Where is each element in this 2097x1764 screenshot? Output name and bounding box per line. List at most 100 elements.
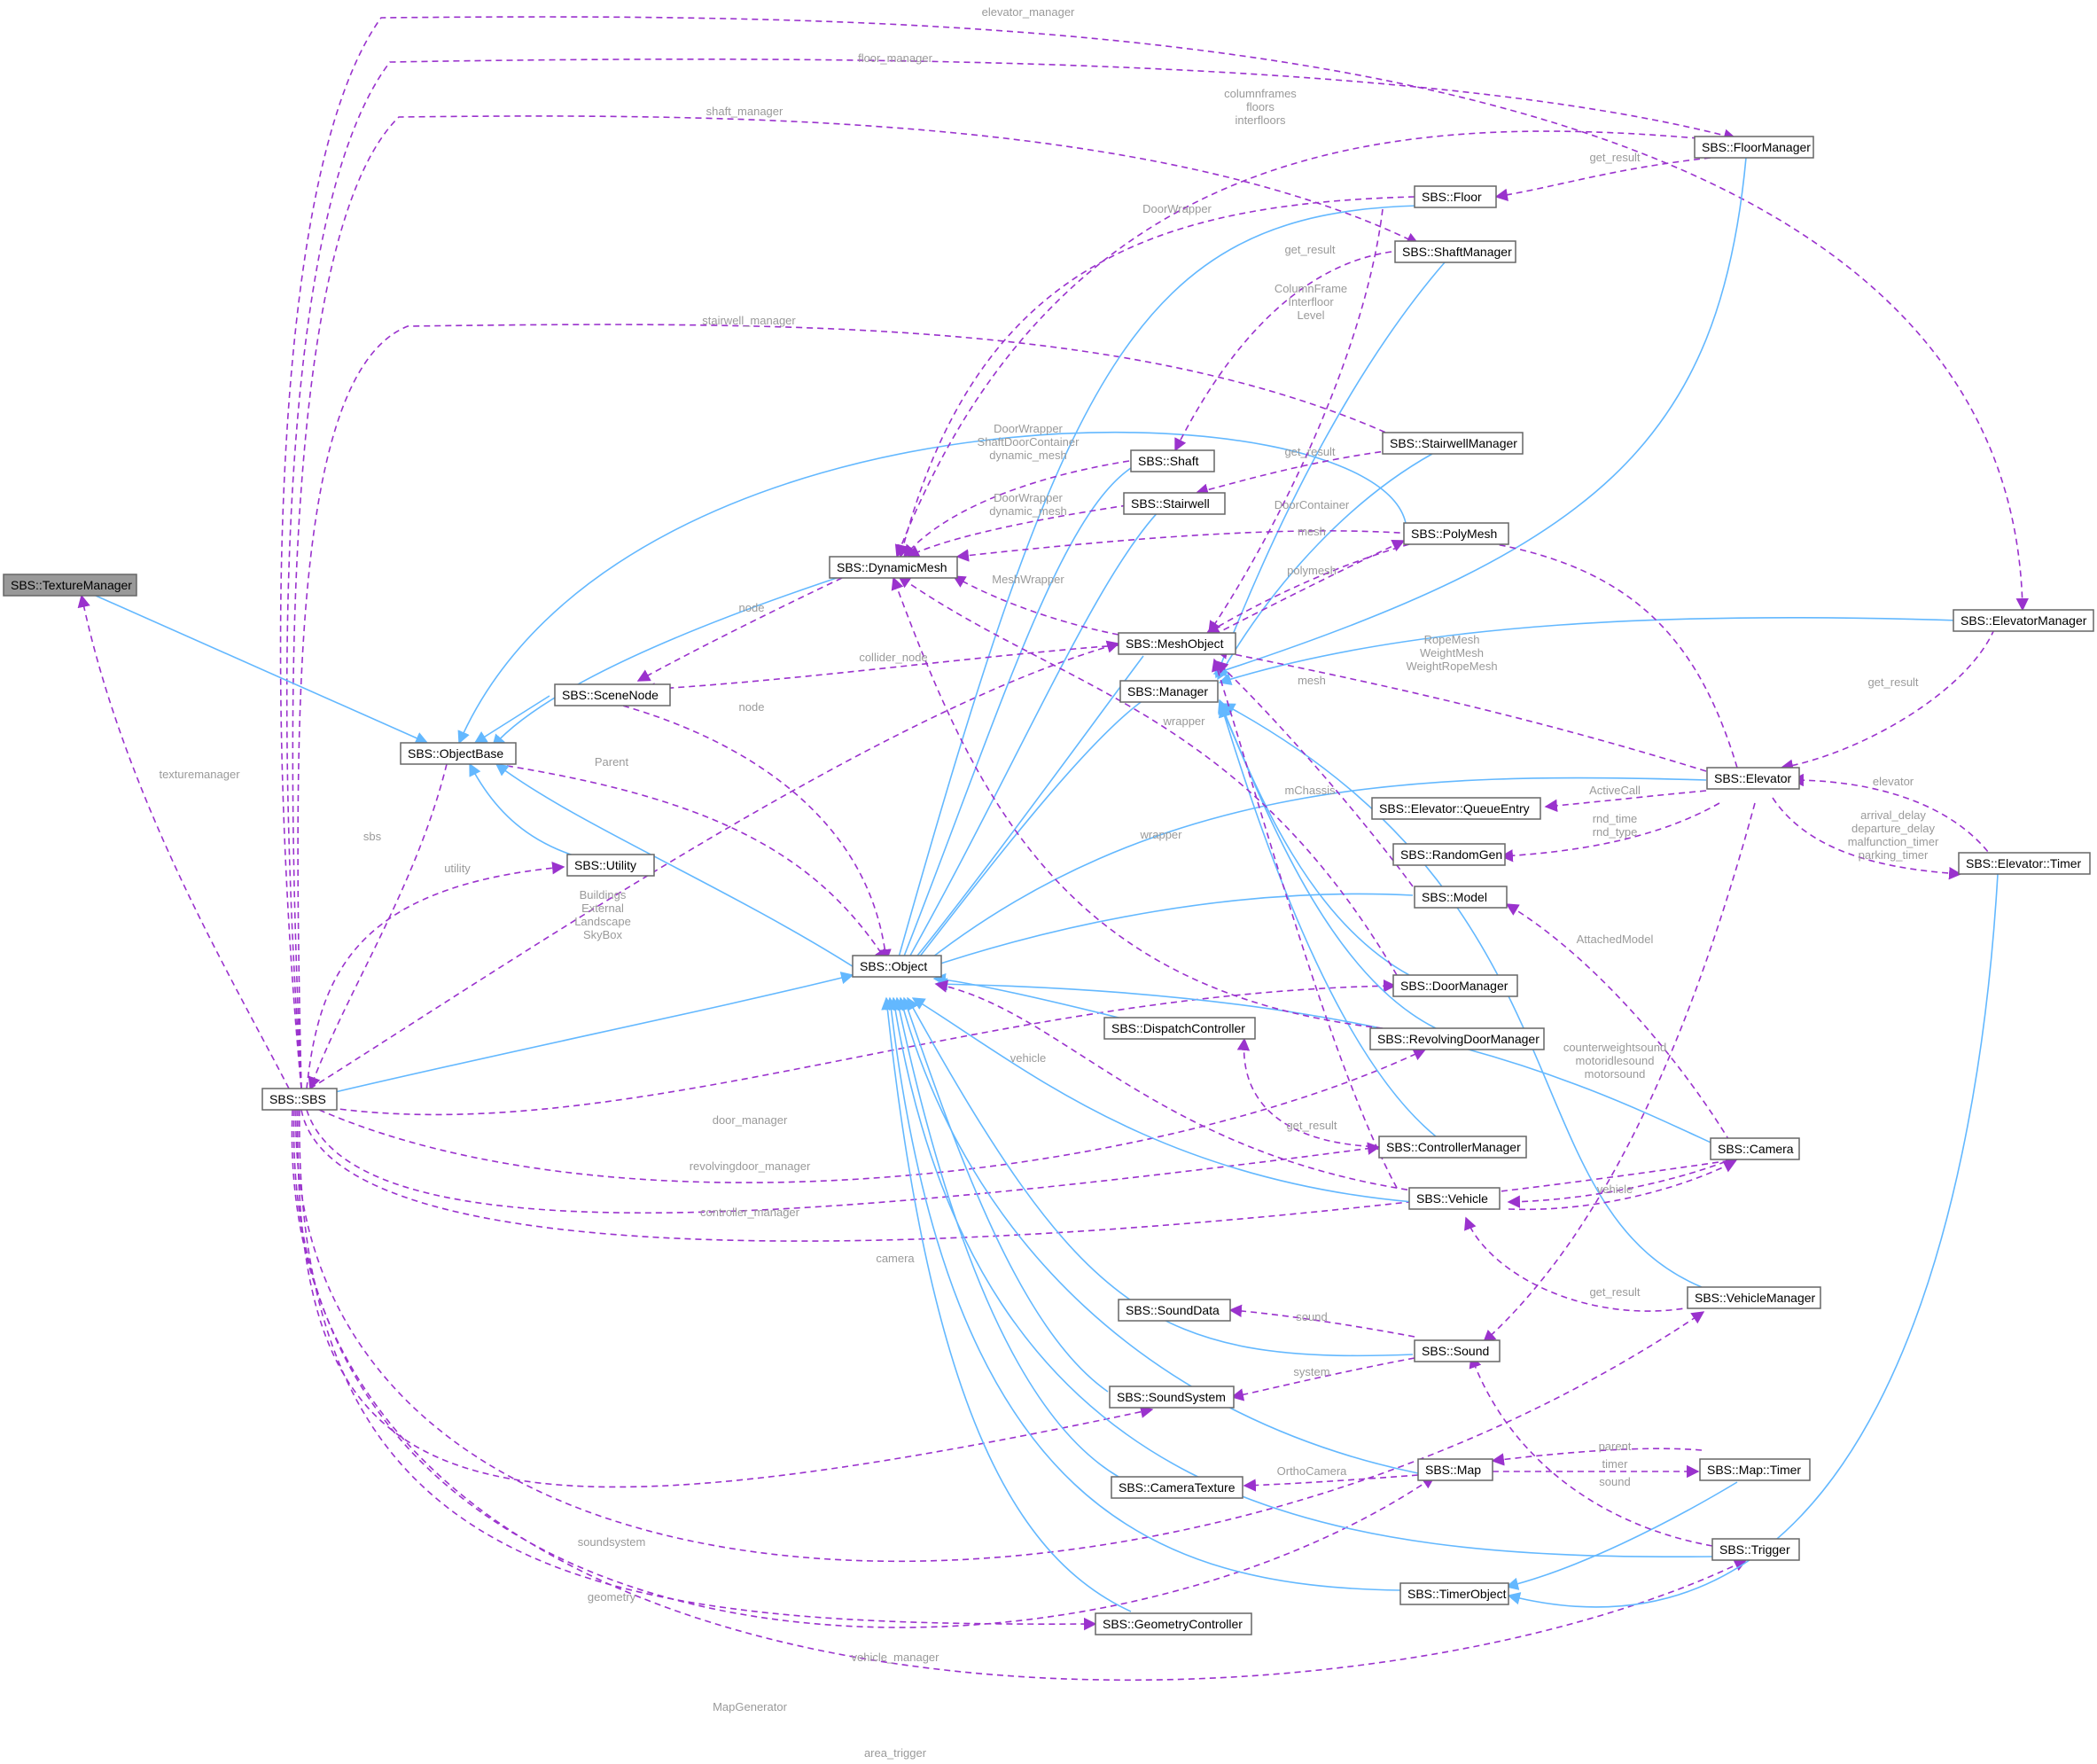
edge-trigger-sound [1469,1354,1713,1547]
node-label: SBS::RandomGen [1400,847,1502,862]
node-elevatortimer[interactable]: SBS::Elevator::Timer [1958,852,2091,875]
node-floormanager[interactable]: SBS::FloorManager [1694,136,1814,159]
node-utility[interactable]: SBS::Utility [566,854,655,877]
node-elevator[interactable]: SBS::Elevator [1706,767,1800,790]
edge-soundsystem-object [901,996,1109,1393]
edge-sbs-camera [300,1109,1739,1242]
node-label: SBS::SBS [269,1092,326,1106]
node-controllermanager[interactable]: SBS::ControllerManager [1378,1136,1527,1159]
node-elevatormanager[interactable]: SBS::ElevatorManager [1953,609,2094,632]
node-timerobject[interactable]: SBS::TimerObject [1399,1582,1509,1605]
edge-label: get_result [1589,1285,1640,1299]
edge-meshobject-polymesh [1213,539,1406,636]
node-texturemanager[interactable]: SBS::TextureManager [3,574,137,597]
edge-label: ActiveCall [1589,784,1641,797]
node-sbs[interactable]: SBS::SBS [261,1088,338,1111]
edge-label: MapGenerator [713,1700,787,1713]
node-label: SBS::Elevator [1714,771,1791,785]
edge-maptimer-timerobject [1505,1481,1738,1590]
edge-vehiclemanager-vehicle [1464,1216,1704,1312]
node-label: SBS::Object [860,959,927,973]
node-maptimer[interactable]: SBS::Map::Timer [1699,1458,1811,1481]
node-vehicle[interactable]: SBS::Vehicle [1408,1187,1501,1210]
node-dispatchcontroller[interactable]: SBS::DispatchController [1103,1017,1256,1040]
node-manager[interactable]: SBS::Manager [1119,680,1219,703]
edge-sbs-controllermanager [306,1109,1381,1214]
edge-label: get_result [1284,445,1335,458]
edge-label: revolvingdoor_manager [690,1159,811,1173]
node-sounddata[interactable]: SBS::SoundData [1118,1299,1231,1322]
edge-sound-object [907,996,1414,1357]
node-soundsystem[interactable]: SBS::SoundSystem [1109,1385,1235,1409]
edge-stairwellmanager-manager [1217,453,1433,681]
node-label: SBS::Sound [1422,1344,1489,1358]
node-map[interactable]: SBS::Map [1417,1458,1493,1481]
node-shaftmanager[interactable]: SBS::ShaftManager [1394,240,1516,263]
node-label: SBS::ElevatorManager [1961,613,2087,628]
edge-label: get_result [1589,151,1640,164]
node-label: SBS::ObjectBase [408,746,503,761]
node-polymesh[interactable]: SBS::PolyMesh [1403,522,1509,545]
edge-label: OrthoCamera [1277,1464,1348,1478]
edge-map-cameratexture [1243,1474,1419,1492]
node-trigger[interactable]: SBS::Trigger [1711,1538,1800,1561]
node-revolvingdoormanager[interactable]: SBS::RevolvingDoorManager [1369,1027,1545,1050]
edge-label: controller_manager [700,1206,800,1219]
edge-label: stairwell_manager [702,314,796,327]
node-stairwellmanager[interactable]: SBS::StairwellManager [1382,432,1524,455]
edge-vehicle-camera [1508,1160,1737,1211]
node-label: SBS::DoorManager [1400,979,1508,993]
edge-label: mChassis [1284,784,1336,797]
node-geometrycontroller[interactable]: SBS::GeometryController [1095,1612,1252,1635]
node-doormanager[interactable]: SBS::DoorManager [1392,974,1518,997]
node-objectbase[interactable]: SBS::ObjectBase [400,742,517,765]
edge-elevtimer-timerobject [1507,873,1999,1608]
node-sound[interactable]: SBS::Sound [1414,1339,1501,1362]
edge-label: system [1293,1365,1329,1378]
edge-label: polymesh [1287,564,1337,577]
edge-elevator-randomgen [1500,802,1720,862]
node-queueentry[interactable]: SBS::Elevator::QueueEntry [1371,797,1541,820]
edge-controller-dispatch [1236,1037,1384,1148]
node-label: SBS::Elevator::Timer [1966,856,2082,870]
node-label: SBS::SoundData [1126,1303,1220,1317]
edge-label: vehicle [1010,1051,1046,1065]
node-dynamicmesh[interactable]: SBS::DynamicMesh [829,556,958,579]
edge-objectbase-object [495,763,887,963]
edge-label: sbs [363,830,382,843]
edge-label: soundsystem [578,1535,646,1549]
node-label: SBS::StairwellManager [1390,436,1517,450]
node-scenenode[interactable]: SBS::SceneNode [554,683,671,706]
edge-label: wrapper [1163,714,1206,728]
edge-polymesh-meshobject [1205,543,1410,634]
node-vehiclemanager[interactable]: SBS::VehicleManager [1687,1286,1821,1309]
node-label: SBS::Elevator::QueueEntry [1379,801,1530,816]
node-shaft[interactable]: SBS::Shaft [1130,449,1215,472]
edge-model-meshobject [1214,660,1414,887]
edge-label: camera [876,1252,915,1265]
node-object[interactable]: SBS::Object [852,955,942,978]
edge-sbs-shaftmanager [292,115,1420,1089]
edge-label: DoorWrapper [1142,202,1212,215]
node-floor[interactable]: SBS::Floor [1414,185,1497,208]
edge-label: get_result [1286,1119,1337,1132]
edge-label: timer [1602,1457,1629,1471]
node-model[interactable]: SBS::Model [1414,886,1508,909]
node-randomgen[interactable]: SBS::RandomGen [1392,843,1506,866]
edge-map-object [897,996,1419,1474]
node-label: SBS::DispatchController [1111,1021,1245,1035]
edge-sbs-utility [306,862,565,1089]
edge-elevator-object [915,777,1707,971]
node-cameratexture[interactable]: SBS::CameraTexture [1111,1476,1243,1499]
edge-dynamicmesh-objectbase [492,575,843,748]
node-stairwell[interactable]: SBS::Stairwell [1123,492,1226,515]
node-meshobject[interactable]: SBS::MeshObject [1118,632,1236,655]
edge-sbs-soundsystem [297,1109,1154,1488]
edge-elevatormanager-elevator [1780,628,1995,772]
node-camera[interactable]: SBS::Camera [1710,1137,1800,1160]
edge-sound-sounddata [1228,1304,1415,1338]
